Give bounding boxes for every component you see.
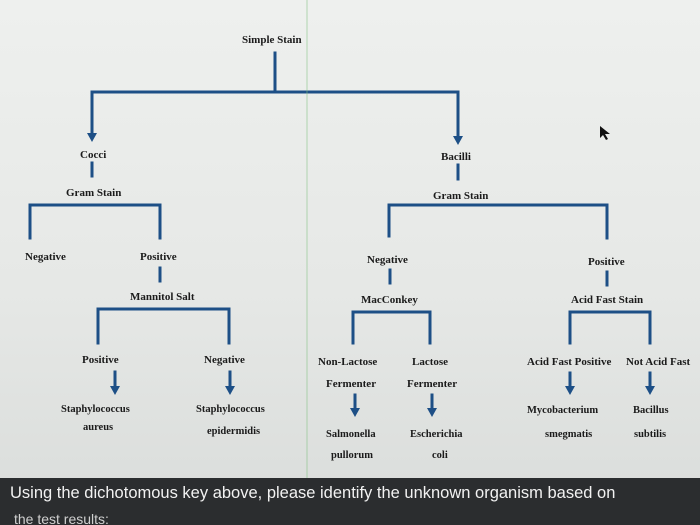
node-acid-fast-stain: Acid Fast Stain	[571, 294, 644, 306]
node-acid-fast-positive: Acid Fast Positive	[527, 356, 612, 368]
result-staph-epi-genus: Staphylococcus	[196, 404, 265, 415]
result-bacillus-species: subtilis	[634, 429, 667, 440]
result-myco-genus: Mycobacterium	[527, 405, 599, 416]
arrow-head-cocci	[87, 133, 97, 142]
node-cocci: Cocci	[80, 149, 107, 161]
node-gram-stain-right: Gram Stain	[433, 190, 489, 202]
result-ecoli-genus: Escherichia	[410, 429, 463, 440]
result-staph-epi-species: epidermidis	[207, 426, 261, 437]
node-mannitol-salt: Mannitol Salt	[130, 291, 195, 303]
node-non-lactose: Non-Lactose	[318, 356, 378, 368]
left-gram-bracket	[28, 203, 162, 240]
acidfast-bracket	[568, 310, 652, 345]
right-gram-bracket	[387, 203, 609, 240]
arrow-head-salmonella	[350, 408, 360, 417]
node-gram-stain-left: Gram Stain	[66, 187, 122, 199]
result-staph-aureus-species: aureus	[83, 422, 114, 433]
node-mannitol-negative: Negative	[204, 354, 245, 366]
arrow-head-bacilli	[453, 136, 463, 145]
question-text-cutoff: the test results:	[14, 511, 109, 525]
mouse-cursor-icon	[600, 126, 610, 140]
node-positive-left: Positive	[140, 251, 177, 263]
node-macconkey: MacConkey	[361, 294, 418, 306]
result-salmonella-genus: Salmonella	[326, 429, 376, 440]
node-positive-right: Positive	[588, 256, 625, 268]
question-text: Using the dichotomous key above, please …	[10, 484, 616, 502]
arrow-head-bacillus	[645, 386, 655, 395]
node-not-acid-fast: Not Acid Fast	[626, 356, 691, 368]
macconkey-bracket	[351, 310, 432, 345]
arrow-head-staph-epi	[225, 386, 235, 395]
arrow-head-ecoli	[427, 408, 437, 417]
arrow-head-staph-aureus	[110, 386, 120, 395]
node-negative-right: Negative	[367, 254, 408, 266]
arrow-head-myco	[565, 386, 575, 395]
mannitol-bracket	[96, 307, 231, 345]
result-staph-aureus-genus: Staphylococcus	[61, 404, 130, 415]
node-bacilli: Bacilli	[441, 151, 471, 163]
result-ecoli-species: coli	[432, 450, 448, 461]
node-non-lactose-fermenter: Fermenter	[326, 378, 377, 390]
node-simple-stain: Simple Stain	[242, 34, 302, 46]
node-lactose-fermenter: Fermenter	[407, 378, 458, 390]
node-lactose: Lactose	[412, 356, 449, 368]
node-negative-left: Negative	[25, 251, 66, 263]
question-footer: Using the dichotomous key above, please …	[0, 478, 700, 525]
result-myco-species: smegmatis	[545, 429, 593, 440]
node-mannitol-positive: Positive	[82, 354, 119, 366]
result-bacillus-genus: Bacillus	[633, 405, 669, 416]
result-salmonella-species: pullorum	[331, 450, 374, 461]
